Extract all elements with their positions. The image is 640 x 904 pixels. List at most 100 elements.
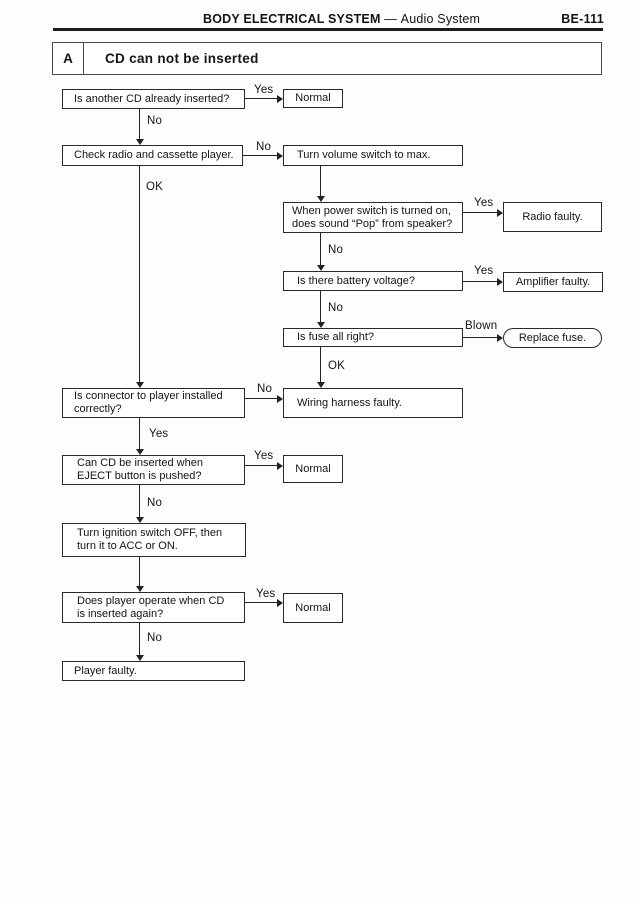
box-text-line2: is inserted again? [77, 607, 164, 620]
arrow-down-icon [317, 382, 325, 388]
procedure-title: CD can not be inserted [105, 51, 259, 66]
box-text: Player faulty. [74, 664, 137, 677]
box-text: Turn volume switch to max. [297, 149, 431, 161]
flow-line [463, 212, 498, 213]
box-result-player-faulty: Player faulty. [62, 661, 245, 681]
box-question-battery-voltage: Is there battery voltage? [283, 271, 463, 291]
box-text: Normal [295, 601, 331, 614]
edge-label-yes: Yes [474, 265, 494, 277]
flow-line [463, 281, 498, 282]
flow-line [139, 623, 140, 656]
edge-label-ok: OK [328, 360, 346, 372]
edge-label-yes: Yes [256, 588, 276, 600]
box-question-connector-installed: Is connector to player installed correct… [62, 388, 245, 418]
edge-label-no: No [257, 383, 273, 395]
box-text-line2: does sound “Pop” from speaker? [292, 217, 453, 230]
flow-line [320, 166, 321, 197]
arrow-down-icon [136, 382, 144, 388]
box-text-line1: When power switch is turned on, [292, 204, 451, 217]
arrow-down-icon [136, 655, 144, 661]
box-result-replace-fuse: Replace fuse. [503, 328, 602, 348]
flow-line [139, 109, 140, 140]
arrow-down-icon [317, 322, 325, 328]
flow-line [463, 337, 498, 338]
edge-label-yes: Yes [254, 450, 274, 462]
box-result-normal-3: Normal [283, 593, 343, 623]
procedure-code: A [53, 43, 84, 74]
arrow-right-icon [277, 95, 283, 103]
box-text-line2: correctly? [74, 403, 122, 415]
box-text: Replace fuse. [518, 331, 587, 344]
edge-label-no: No [147, 497, 163, 509]
box-text-line1: Can CD be inserted when [77, 457, 203, 469]
box-text: Check radio and cassette player. [74, 149, 234, 161]
edge-label-no: No [256, 141, 272, 153]
box-text-line2: EJECT button is pushed? [77, 470, 202, 482]
box-text-line1: Does player operate when CD [77, 594, 225, 607]
header-rule [53, 28, 603, 31]
box-text: Amplifier faulty. [515, 275, 591, 288]
arrow-right-icon [497, 209, 503, 217]
arrow-right-icon [277, 599, 283, 607]
box-text: Normal [295, 462, 331, 475]
box-turn-ignition-off-acc: Turn ignition switch OFF, then turn it t… [62, 523, 246, 557]
edge-label-yes: Yes [474, 197, 494, 209]
arrow-down-icon [136, 449, 144, 455]
flow-line [139, 166, 140, 383]
edge-label-no: No [147, 632, 163, 644]
edge-label-no: No [328, 302, 344, 314]
box-result-wiring-harness-faulty: Wiring harness faulty. [283, 388, 463, 418]
arrow-down-icon [317, 196, 325, 202]
flow-line [245, 602, 278, 603]
box-text: Is fuse all right? [297, 331, 375, 343]
arrow-right-icon [277, 462, 283, 470]
box-result-amplifier-faulty: Amplifier faulty. [503, 272, 603, 292]
edge-label-yes: Yes [254, 84, 274, 96]
box-result-normal-2: Normal [283, 455, 343, 483]
arrow-down-icon [136, 586, 144, 592]
box-question-cd-already-inserted: Is another CD already inserted? [62, 89, 245, 109]
flow-line [245, 398, 278, 399]
edge-label-yes: Yes [149, 428, 169, 440]
box-result-radio-faulty: Radio faulty. [503, 202, 602, 232]
flow-line [243, 155, 278, 156]
arrow-down-icon [317, 265, 325, 271]
arrow-right-icon [497, 334, 503, 342]
arrow-right-icon [497, 278, 503, 286]
arrow-right-icon [277, 395, 283, 403]
flow-line [320, 233, 321, 266]
box-text-line1: Is connector to player installed [74, 390, 223, 402]
box-turn-volume-max: Turn volume switch to max. [283, 145, 463, 166]
box-check-radio-cassette: Check radio and cassette player. [62, 145, 243, 166]
edge-label-ok: OK [146, 181, 164, 193]
page-number: BE-111 [561, 12, 604, 26]
flow-line [139, 485, 140, 518]
header-subsection: Audio System [400, 12, 481, 26]
flow-line [245, 465, 278, 466]
flow-line [320, 347, 321, 383]
header-separator: — [384, 12, 397, 26]
box-text-line1: Turn ignition switch OFF, then [77, 527, 223, 539]
box-text: Normal [295, 92, 331, 104]
arrow-down-icon [136, 139, 144, 145]
edge-label-blown: Blown [465, 320, 498, 332]
box-question-pop-sound: When power switch is turned on, does sou… [283, 202, 463, 233]
box-text: Wiring harness faulty. [297, 396, 402, 409]
edge-label-no: No [328, 244, 344, 256]
box-text: Radio faulty. [522, 210, 583, 223]
box-question-player-operate-again: Does player operate when CD is inserted … [62, 592, 245, 623]
box-result-normal-1: Normal [283, 89, 343, 108]
box-question-cd-inserted-eject: Can CD be inserted when EJECT button is … [62, 455, 245, 485]
edge-label-no: No [147, 115, 163, 127]
header-section-title: BODY ELECTRICAL SYSTEM [203, 12, 381, 26]
box-text-line2: turn it to ACC or ON. [77, 540, 178, 552]
box-text: Is there battery voltage? [297, 274, 416, 287]
procedure-title-block: A CD can not be inserted [52, 42, 602, 75]
box-text: Is another CD already inserted? [74, 92, 230, 105]
page-header: BODY ELECTRICAL SYSTEM — Audio System [203, 12, 480, 26]
flow-line [245, 98, 278, 99]
flow-line [139, 418, 140, 450]
box-question-fuse-all-right: Is fuse all right? [283, 328, 463, 347]
arrow-right-icon [277, 152, 283, 160]
